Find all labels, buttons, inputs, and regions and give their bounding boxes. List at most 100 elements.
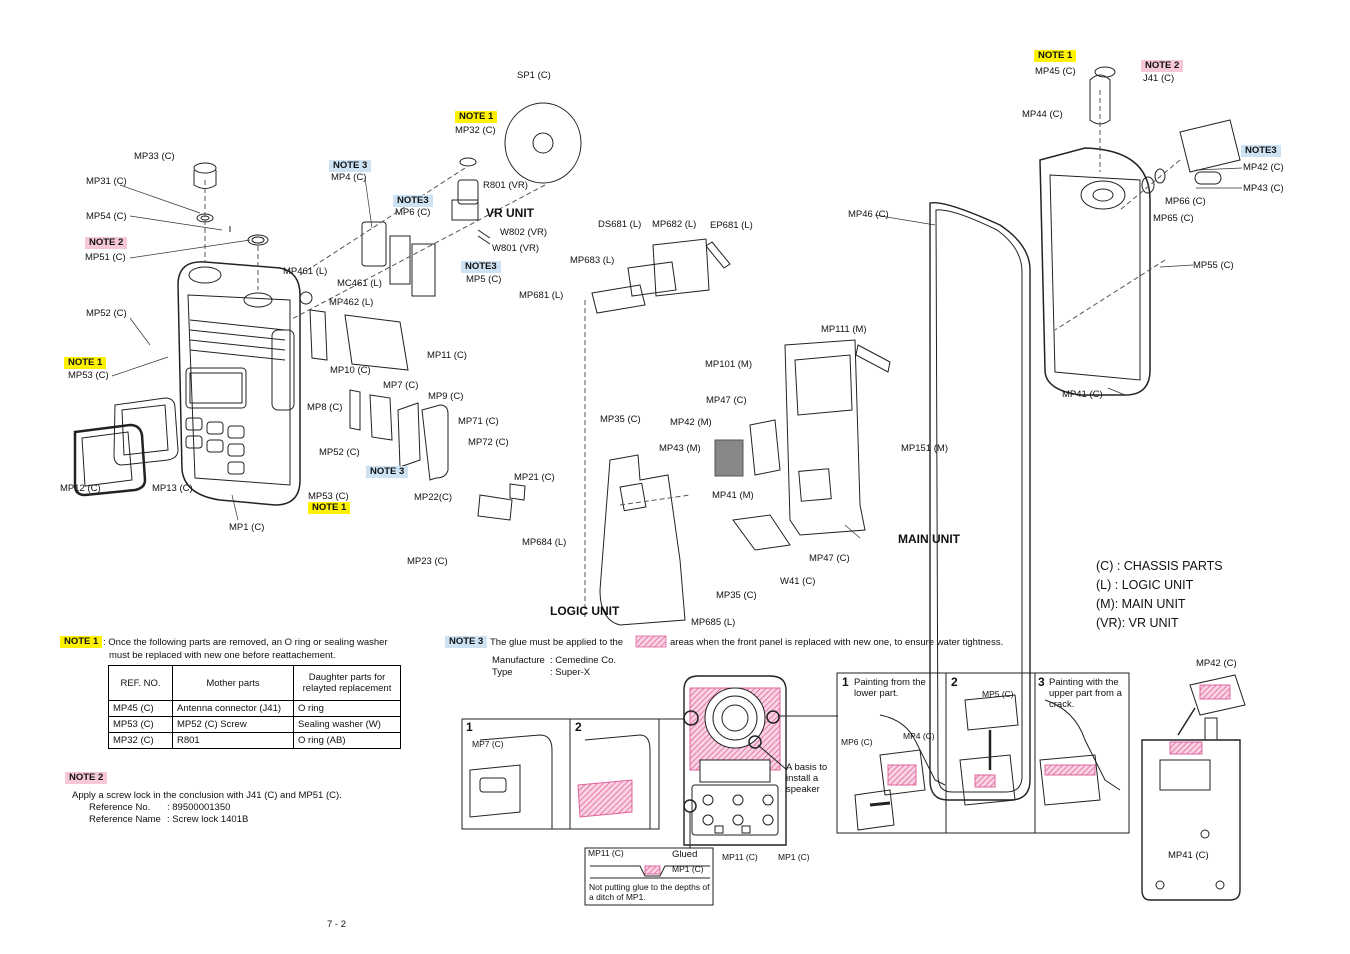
label-mp6: MP6 (C) <box>395 207 431 218</box>
label-mp111: MP111 (M) <box>821 324 867 335</box>
note3-type-label: Type <box>492 667 513 678</box>
paint-mp6-label: MP6 (C) <box>841 737 873 747</box>
note3-tag-mp9: NOTE 3 <box>366 466 409 478</box>
note1-tag-mp32: NOTE 1 <box>455 111 498 123</box>
label-mp1: MP1 (C) <box>229 522 265 533</box>
label-mp35-bottom: MP35 (C) <box>716 590 757 601</box>
label-mp11: MP11 (C) <box>427 350 467 361</box>
label-mp43m: MP43 (M) <box>659 443 701 454</box>
label-mp4: MP4 (C) <box>331 172 367 183</box>
paint-step-2: 2 <box>951 675 958 689</box>
label-mp51: MP51 (C) <box>85 252 126 263</box>
note1-tag-mp53-left: NOTE 1 <box>64 357 107 369</box>
label-mp681: MP681 (L) <box>519 290 564 301</box>
label-mp151: MP151 (M) <box>901 443 948 454</box>
page-number: 7 - 2 <box>327 919 347 930</box>
note3-manufacture-value: : Cemedine Co. <box>550 655 617 666</box>
note3-manufacture-label: Manufacture <box>492 655 545 666</box>
note2-ref-no-value: : 89500001350 <box>167 802 231 813</box>
label-mp31: MP31 (C) <box>86 176 127 187</box>
note2-ref-name-label: Reference Name <box>89 814 161 825</box>
glue-mp11-label: MP11 (C) <box>588 848 624 858</box>
label-mp685: MP685 (L) <box>691 617 736 628</box>
label-mp45: MP45 (C) <box>1035 66 1076 77</box>
label-mp683: MP683 (L) <box>570 255 615 266</box>
label-mp65: MP65 (C) <box>1153 213 1194 224</box>
label-ep681: EP681 (L) <box>710 220 753 231</box>
detail-mp1-label: MP1 (C) <box>778 852 810 862</box>
label-mp53-mid: MP53 (C) <box>308 491 349 502</box>
legend: (C) : CHASSIS PARTS (L) : LOGIC UNIT (M)… <box>1096 557 1223 633</box>
cell-daughter: Sealing washer (W) <box>293 716 401 733</box>
label-mp32: MP32 (C) <box>455 125 496 136</box>
label-mp41c: MP41 (C) <box>1062 389 1103 400</box>
label-mp55: MP55 (C) <box>1193 260 1234 271</box>
label-mp52-mid: MP52 (C) <box>319 447 360 458</box>
parts-table-header: REF. NO. Mother parts Daughter parts for… <box>108 665 401 701</box>
cell-mother: R801 <box>172 732 294 749</box>
legend-chassis: (C) : CHASSIS PARTS <box>1096 559 1223 573</box>
cell-daughter: O ring <box>293 700 401 717</box>
label-mp35-top: MP35 (C) <box>600 414 641 425</box>
legend-vr: (VR): VR UNIT <box>1096 616 1179 630</box>
header-mother-parts: Mother parts <box>172 665 294 701</box>
cell-ref: MP32 (C) <box>108 732 173 749</box>
note1-heading: NOTE 1 <box>60 636 103 648</box>
rear-mp41-label: MP41 (C) <box>1168 850 1209 861</box>
label-mp44: MP44 (C) <box>1022 109 1063 120</box>
label-mp46: MP46 (C) <box>848 209 889 220</box>
note3-text-after: areas when the front panel is replaced w… <box>670 637 1004 648</box>
label-mp53-left: MP53 (C) <box>68 370 109 381</box>
rear-mp42-label: MP42 (C) <box>1196 658 1237 669</box>
label-mp42m: MP42 (M) <box>670 417 712 428</box>
detail-basis-label: A basis to install a speaker <box>786 762 828 795</box>
note3-text-before: The glue must be applied to the <box>490 637 624 648</box>
cell-ref: MP53 (C) <box>108 716 173 733</box>
label-mp23: MP23 (C) <box>407 556 448 567</box>
note3-tag-mp6: NOTE3 <box>393 195 433 207</box>
note2-ref-name-value: : Screw lock 1401B <box>167 814 249 825</box>
label-mp72: MP72 (C) <box>468 437 509 448</box>
label-mp71: MP71 (C) <box>458 416 499 427</box>
label-ds681: DS681 (L) <box>598 219 642 230</box>
note2-heading: NOTE 2 <box>65 772 108 784</box>
label-mp7: MP7 (C) <box>383 380 419 391</box>
label-mp54: MP54 (C) <box>86 211 127 222</box>
label-r801: R801 (VR) <box>483 180 528 191</box>
label-mp47-top: MP47 (C) <box>706 395 747 406</box>
label-mp684: MP684 (L) <box>522 537 567 548</box>
note2-line1: Apply a screw lock in the conclusion wit… <box>72 790 342 801</box>
label-mp66: MP66 (C) <box>1165 196 1206 207</box>
note3-heading: NOTE 3 <box>445 636 488 648</box>
note3-tag-mp42: NOTE3 <box>1241 145 1281 157</box>
paint-step-3: 3 <box>1038 675 1045 689</box>
paint-mp4-label: MP4 (C) <box>903 731 935 741</box>
legend-logic: (L) : LOGIC UNIT <box>1096 578 1194 592</box>
detail-mp11-label: MP11 (C) <box>722 852 758 862</box>
glue-glued-label: Glued <box>672 849 698 860</box>
detail-step-1: 1 <box>466 720 473 734</box>
note2-ref-no-label: Reference No. <box>89 802 151 813</box>
header-daughter-parts: Daughter parts for relayted replacement <box>293 665 401 701</box>
front-panel-mp1 <box>177 261 301 506</box>
label-mp47-bottom: MP47 (C) <box>809 553 850 564</box>
label-mp21: MP21 (C) <box>514 472 555 483</box>
label-mp101: MP101 (M) <box>705 359 752 370</box>
label-mp462: MP462 (L) <box>329 297 374 308</box>
label-w802: W802 (VR) <box>500 227 547 238</box>
label-mp33: MP33 (C) <box>134 151 175 162</box>
label-j41: J41 (C) <box>1143 73 1175 84</box>
legend-main: (M): MAIN UNIT <box>1096 597 1186 611</box>
note1-tag-mp53-mid: NOTE 1 <box>308 502 351 514</box>
note2-tag-mp51: NOTE 2 <box>85 237 128 249</box>
label-mp22: MP22(C) <box>414 492 453 503</box>
glue-mp1-label: MP1 (C) <box>672 864 704 874</box>
label-mp41m: MP41 (M) <box>712 490 754 501</box>
label-mp10: MP10 (C) <box>330 365 371 376</box>
cell-daughter: O ring (AB) <box>293 732 401 749</box>
cell-mother: MP52 (C) Screw <box>172 716 294 733</box>
note1-tag-mp45: NOTE 1 <box>1034 50 1077 62</box>
note3-type-value: : Super-X <box>550 667 591 678</box>
label-mp52-left: MP52 (C) <box>86 308 127 319</box>
cell-mother: Antenna connector (J41) <box>172 700 294 717</box>
